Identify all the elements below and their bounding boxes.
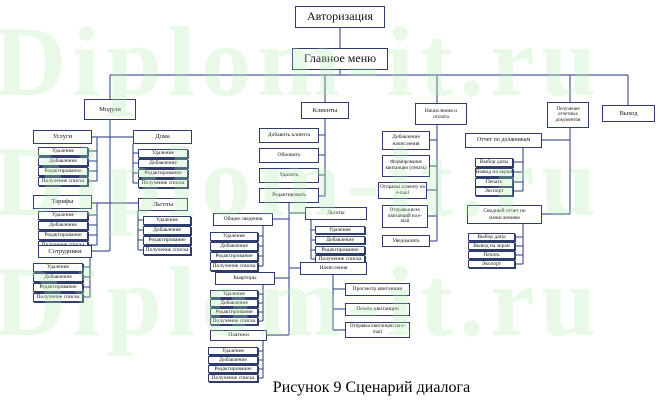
node-summary-report: Сводный отчет по начислениям (467, 205, 542, 224)
node-employees-list: Получение списка (33, 293, 83, 302)
node-payments-edit: Редактирование (208, 365, 258, 373)
node-apartments: Квартиры (215, 272, 275, 285)
node-benefits-right-edit: Редактирование (315, 246, 365, 254)
node-services-list: Получение списка (38, 177, 88, 186)
node-houses-add: Добавление (138, 159, 188, 168)
node-client-update: Обновить (259, 148, 319, 163)
node-houses: Дома (133, 130, 192, 144)
node-send-client-email: Отправка клиенту на e-mail (378, 182, 427, 199)
node-debtors-date: Выбор даты (475, 158, 513, 167)
node-summary-screen: Вывод на экран (468, 242, 515, 250)
node-general-info-edit: Редактирование (210, 252, 258, 261)
node-client-edit: Редактировать (259, 188, 319, 203)
node-benefits-left-edit: Редактирование (143, 236, 191, 245)
node-tariffs-delete: Удаление (38, 211, 88, 220)
node-accruals: Начисления (300, 262, 367, 275)
node-exit: Выход (602, 105, 655, 122)
node-notify: Уведомлять (382, 235, 430, 247)
node-client-add: Добавить клиента (259, 128, 319, 143)
node-services-delete: Удаление (38, 147, 88, 156)
node-benefits-left-list: Получение списка (143, 246, 191, 255)
node-debtors-print: Печать (475, 178, 513, 187)
node-tariffs-edit: Редактирование (38, 231, 88, 240)
node-payments-add: Добавление (208, 356, 258, 364)
node-summary-date: Выбор даты (468, 233, 515, 241)
node-benefits-right-add: Добавление (315, 236, 365, 244)
node-debtors-report: Отчет по должникам (465, 133, 542, 148)
node-receipt-email: Отправка квитанции на e-mail (345, 322, 410, 338)
node-accrual-add: Добавление начисления (382, 131, 430, 150)
node-debtors-export: Экспорт (475, 187, 513, 196)
node-payments: Платежи (210, 330, 267, 341)
node-employees: Сотрудники (38, 245, 92, 258)
node-tariffs: Тарифы (33, 195, 92, 209)
node-services-add: Добавление (38, 157, 88, 166)
node-employees-add: Добавление (33, 273, 83, 282)
node-payments-delete: Удаление (208, 347, 258, 355)
node-receipt-form: Формирование квитанции (печать) (382, 155, 430, 177)
node-benefits-left: Льготы (138, 198, 188, 211)
figure-caption: Рисунок 9 Сценарий диалога (272, 379, 471, 396)
node-modules: Модули (84, 99, 136, 120)
node-main-menu: Главное меню (292, 48, 388, 70)
node-accruals-payment: Начисления и оплата (415, 103, 467, 125)
node-general-info-list: Получение списка (210, 262, 258, 271)
node-benefits-right-delete: Удаление (315, 226, 365, 234)
node-employees-delete: Удаление (33, 263, 83, 272)
node-summary-print: Печать (468, 251, 515, 259)
node-auth: Авторизация (295, 6, 385, 28)
node-debtors-screen: Вывод на экран (475, 168, 513, 177)
node-general-info-add: Добавление (210, 242, 258, 251)
node-general-info-delete: Удаление (210, 232, 258, 241)
node-reports: Получение отчетных документов (547, 102, 589, 128)
node-services-edit: Редактирование (38, 167, 88, 176)
node-benefits-left-add: Добавление (143, 226, 191, 235)
node-tariffs-add: Добавление (38, 221, 88, 230)
node-summary-export: Экспорт (468, 260, 515, 268)
node-send-all-email: Отправка всех квитанций на e-mail (382, 205, 428, 228)
node-employees-edit: Редактирование (33, 283, 83, 292)
node-houses-edit: Редактирование (138, 169, 188, 178)
node-benefits-right: Льготы (305, 207, 367, 220)
node-services: Услуги (33, 130, 92, 144)
node-benefits-left-delete: Удаление (143, 216, 191, 225)
node-apartments-edit: Редактирование (210, 308, 258, 316)
node-apartments-add: Добавление (210, 299, 258, 307)
node-receipt-print: Печать квитанции (345, 303, 410, 316)
node-clients: Клиенты (301, 102, 349, 119)
node-apartments-delete: Удаление (210, 290, 258, 298)
node-receipt-view: Просмотр квитанции (345, 283, 410, 296)
node-houses-delete: Удаление (138, 149, 188, 158)
node-payments-list: Получение списка (208, 374, 258, 382)
node-houses-list: Получение списка (138, 179, 188, 188)
node-apartments-list: Получение списка (210, 317, 258, 325)
node-general-info: Общие сведения (213, 213, 273, 226)
node-client-delete: Удалить (259, 168, 319, 183)
